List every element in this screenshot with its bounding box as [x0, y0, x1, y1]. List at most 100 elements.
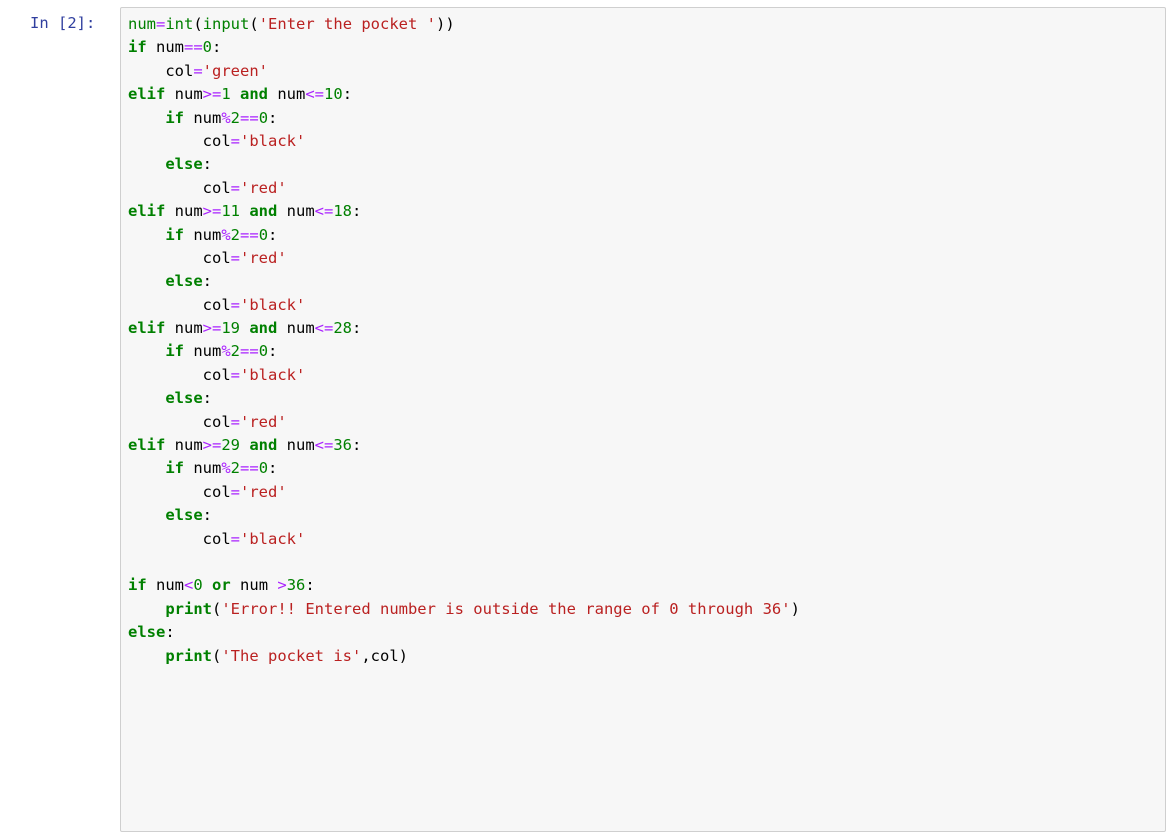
code-token: if	[165, 225, 184, 244]
code-token: >=	[202, 85, 222, 104]
code-token: num	[184, 108, 222, 127]
code-token: 0	[258, 225, 269, 244]
code-token	[128, 155, 165, 173]
code-token: 'The pocket is'	[221, 646, 362, 665]
code-token: =	[156, 15, 166, 33]
code-token: num	[184, 459, 222, 478]
code-token: ))	[436, 15, 455, 33]
code-token: and	[240, 85, 269, 104]
code-token: num	[165, 319, 203, 338]
code-token: col	[128, 178, 231, 197]
code-token: 'Error!! Entered number is outside the r…	[221, 599, 791, 618]
code-token: and	[249, 319, 278, 338]
code-token: =	[230, 365, 240, 384]
code-token: =	[230, 178, 240, 197]
code-line: else:	[128, 270, 800, 293]
code-token: %	[221, 459, 231, 478]
code-line: elif num>=11 and num<=18:	[128, 200, 800, 223]
code-token: %	[221, 108, 231, 127]
code-token: :	[268, 225, 278, 244]
code-token: col	[128, 365, 231, 384]
code-token: 2	[230, 459, 241, 478]
code-token: num	[268, 85, 306, 104]
code-token: 36	[286, 576, 306, 595]
code-token	[128, 600, 165, 618]
code-token: :	[212, 38, 222, 57]
code-token: if	[128, 38, 147, 57]
code-token: ==	[240, 225, 259, 244]
code-token: else	[165, 272, 203, 291]
code-token: input	[202, 15, 250, 33]
code-token: =	[230, 131, 240, 150]
code-line: col='red'	[128, 481, 800, 504]
code-token: else	[128, 623, 166, 642]
code-line: col='red'	[128, 177, 800, 200]
code-line: else:	[128, 153, 800, 176]
code-editor[interactable]: num=int(input('Enter the pocket '))if nu…	[120, 7, 1166, 832]
code-token: 0	[202, 38, 213, 57]
code-token: 'red'	[240, 178, 287, 197]
code-token: (	[212, 599, 222, 618]
code-token: 36	[333, 436, 353, 455]
code-token: col	[128, 412, 231, 431]
code-token: <=	[314, 319, 334, 338]
code-token: <	[184, 576, 194, 595]
code-token: 19	[221, 319, 240, 338]
code-token: (	[193, 15, 203, 33]
code-token	[128, 459, 165, 477]
code-token: =	[230, 529, 240, 548]
code-token: col	[128, 61, 194, 80]
code-token	[203, 576, 212, 594]
code-token: :	[268, 342, 278, 361]
code-line: print('Error!! Entered number is outside…	[128, 598, 800, 621]
code-token	[128, 272, 165, 290]
code-token	[128, 342, 165, 360]
code-token: =	[193, 61, 203, 80]
code-token: 2	[230, 108, 241, 127]
code-token: num	[184, 342, 222, 361]
code-token: :	[202, 506, 212, 525]
code-line: if num<0 or num >36:	[128, 574, 800, 597]
code-line: col='black'	[128, 294, 800, 317]
code-text[interactable]: num=int(input('Enter the pocket '))if nu…	[128, 13, 800, 668]
code-line: elif num>=29 and num<=36:	[128, 434, 800, 457]
code-token: <=	[314, 436, 334, 455]
code-token: 'green'	[202, 61, 268, 80]
code-token: :	[305, 576, 315, 595]
code-token: int	[165, 15, 194, 33]
code-line: col='red'	[128, 247, 800, 270]
code-token: or	[212, 576, 231, 595]
code-token: 'Enter the pocket '	[258, 15, 437, 33]
code-token: =	[230, 482, 240, 501]
code-token: 0	[258, 342, 269, 361]
code-token: num	[184, 225, 222, 244]
code-line: if num==0:	[128, 36, 800, 59]
code-token: ==	[240, 108, 259, 127]
code-token: =	[230, 248, 240, 267]
code-token: elif	[128, 319, 166, 338]
code-token: elif	[128, 436, 166, 455]
code-token: 'black'	[240, 131, 306, 150]
code-token: >	[277, 576, 287, 595]
code-token: :	[165, 623, 175, 642]
code-token: ,col)	[361, 646, 408, 665]
code-token: 0	[258, 108, 269, 127]
code-line: col='green'	[128, 60, 800, 83]
code-token: )	[790, 599, 800, 618]
code-token: 0	[258, 459, 269, 478]
code-token: 1	[221, 85, 231, 104]
code-token: num	[146, 576, 184, 595]
code-token: <=	[314, 202, 334, 221]
code-token: col	[128, 482, 231, 501]
code-token: ==	[240, 342, 259, 361]
code-token: >=	[202, 436, 222, 455]
code-token: 0	[193, 576, 203, 595]
code-token	[240, 436, 249, 454]
code-token: <=	[305, 85, 325, 104]
code-token: print	[165, 599, 212, 618]
code-token: 2	[230, 342, 241, 361]
code-token: ==	[184, 38, 203, 57]
code-line: print('The pocket is',col)	[128, 645, 800, 668]
code-token: if	[128, 576, 147, 595]
